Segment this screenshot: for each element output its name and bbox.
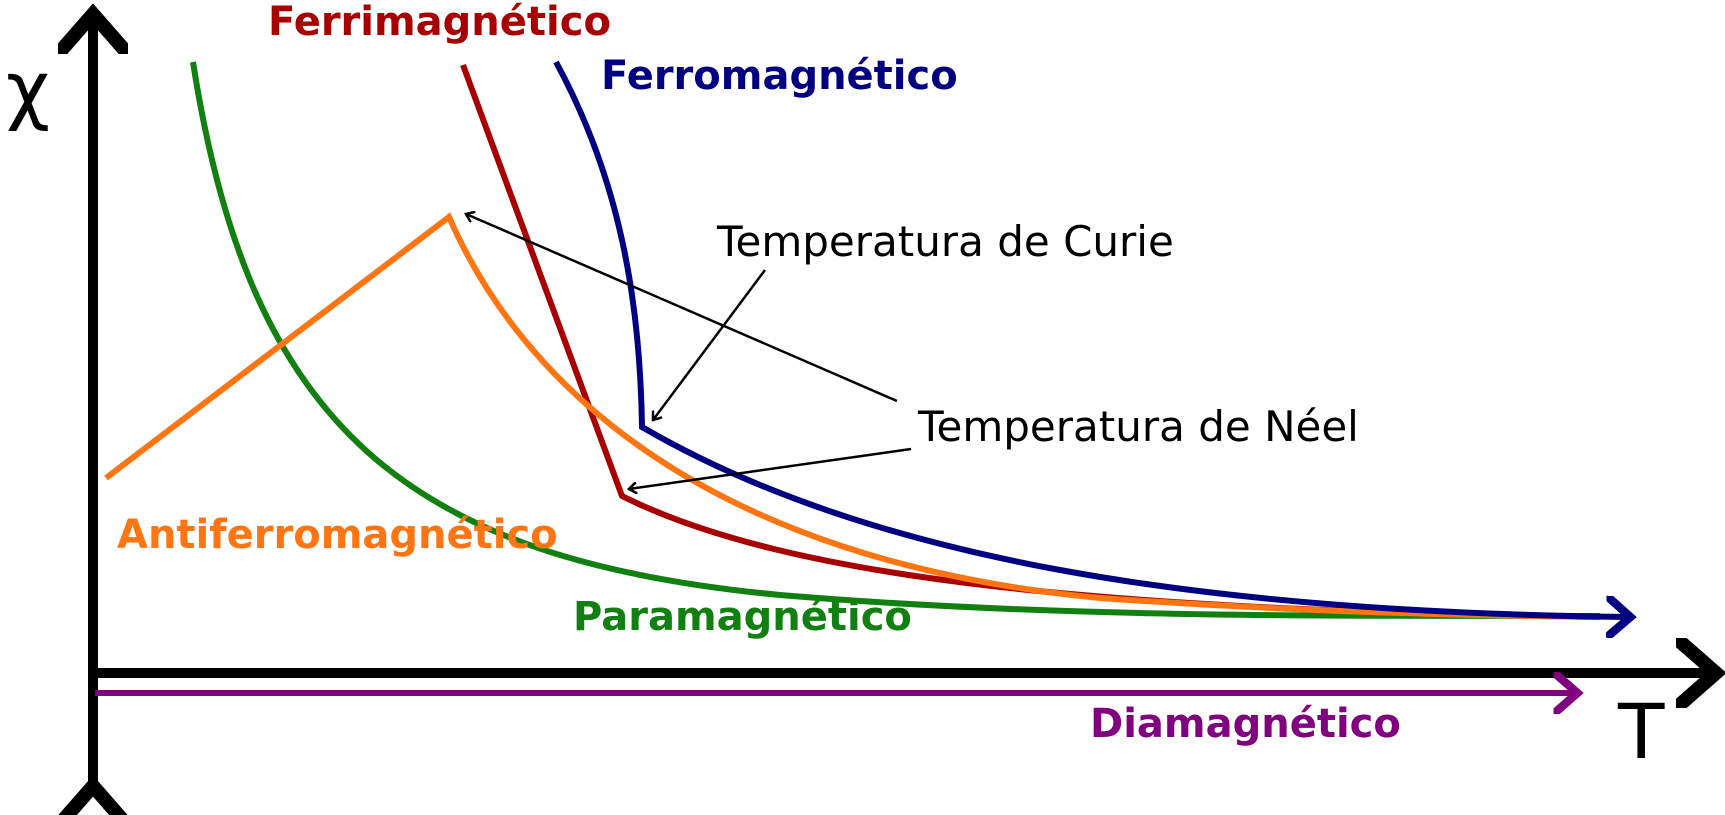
curie-pointer-arrow [653,269,767,420]
diamagnetico-label: Diamagnético [1090,701,1401,747]
ferrimagnetico-curve [460,63,1601,620]
ferromagnetico-label: Ferromagnético [601,53,958,99]
y-axis-symbol: χ [6,44,50,133]
neel-temperature-label: Temperatura de Néel [917,402,1359,451]
paramagnetico-curve [190,61,1601,619]
ferrimagnetico-label: Ferrimagnético [268,0,611,45]
x-axis-symbol: T [1617,687,1665,776]
antiferromagnetico-label: Antiferromagnético [117,512,558,558]
paramagnetico-label: Paramagnético [573,594,912,640]
curie-temperature-label: Temperatura de Curie [716,217,1174,266]
antiferromagnetico-curve [104,212,1601,620]
annotation-pointers [466,214,912,489]
axes [88,18,1712,790]
ferromagnetico-curve [553,60,1628,617]
neel-pointer-arrow-lower [629,447,912,489]
neel-pointer-arrow-upper [466,214,898,403]
